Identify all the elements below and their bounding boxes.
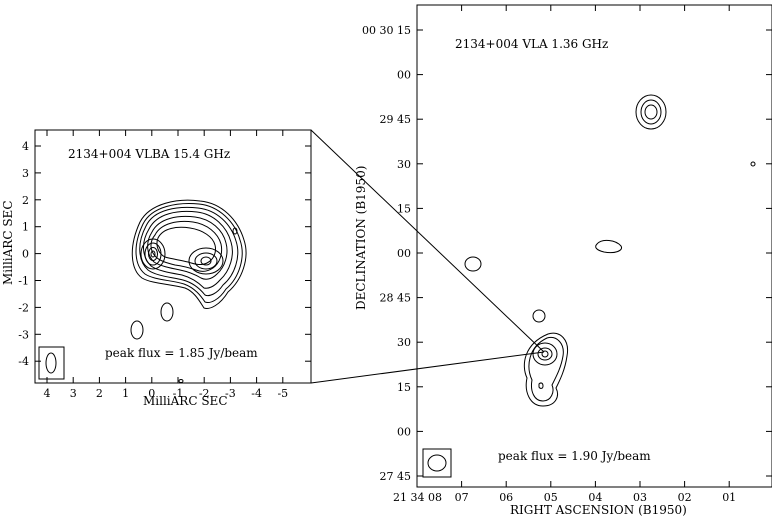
x-tick-label: 4 xyxy=(44,387,51,400)
y-tick-label: 28 45 xyxy=(380,292,412,305)
y-tick-label: 2 xyxy=(22,194,29,207)
x-tick-label: 05 xyxy=(544,491,558,504)
y-tick-label: 1 xyxy=(22,221,29,234)
x-tick-label: 01 xyxy=(722,491,736,504)
x-tick-label: 0 xyxy=(148,387,155,400)
y-tick-label: 15 xyxy=(397,381,411,394)
y-tick-label: -2 xyxy=(18,301,29,314)
vlba-x-axis-label: MilliARC SEC xyxy=(143,394,228,408)
vlba-contour-map xyxy=(130,199,247,383)
x-tick-label: -1 xyxy=(173,387,184,400)
y-tick-label: 00 xyxy=(397,247,411,260)
vla-contour-map xyxy=(464,94,756,407)
x-tick-label: 2 xyxy=(96,387,103,400)
x-tick-label: 02 xyxy=(678,491,692,504)
vlba-panel-title: 2134+004 VLBA 15.4 GHz xyxy=(68,147,230,161)
x-tick-label: 06 xyxy=(499,491,513,504)
y-tick-label: 4 xyxy=(22,140,29,153)
y-tick-label: -1 xyxy=(18,275,29,288)
vlba-panel: 2134+004 VLBA 15.4 GHz peak flux = 1.85 … xyxy=(1,129,312,408)
vlba-axis-ticks: 4 3 2 1 0 -1 -2 -3 -4 -5 4 3 2 1 0 -1 -2 -3 -4 xyxy=(18,130,311,400)
x-tick-label: -2 xyxy=(199,387,210,400)
vla-panel-title: 2134+004 VLA 1.36 GHz xyxy=(455,37,608,51)
connector-line-top xyxy=(310,129,545,353)
vlba-peak-flux-label: peak flux = 1.85 Jy/beam xyxy=(105,346,258,360)
y-tick-label: 3 xyxy=(22,167,29,180)
vla-axis-ticks: 21 34 08 07 06 05 04 03 02 01 00 30 15 00 29 45 30 1… xyxy=(362,5,772,504)
y-tick-label: 30 xyxy=(397,158,411,171)
x-tick-label: 07 xyxy=(455,491,469,504)
vla-peak-flux-label: peak flux = 1.90 Jy/beam xyxy=(498,449,651,463)
y-tick-label: 00 30 15 xyxy=(362,24,411,37)
x-tick-label: 1 xyxy=(122,387,129,400)
y-tick-label: 00 xyxy=(397,425,411,438)
vla-x-axis-label: RIGHT ASCENSION (B1950) xyxy=(510,503,687,517)
y-tick-label: 00 xyxy=(397,69,411,82)
y-tick-label: 15 xyxy=(397,202,411,215)
zoom-connector-lines xyxy=(310,129,545,384)
x-tick-label: 03 xyxy=(633,491,647,504)
vla-plot-frame xyxy=(416,4,772,488)
y-tick-label: 29 45 xyxy=(380,113,412,126)
vlba-plot-frame xyxy=(34,129,312,384)
y-tick-label: -4 xyxy=(18,355,29,368)
y-tick-label: 30 xyxy=(397,336,411,349)
vlba-beam-marker xyxy=(38,346,65,380)
x-tick-label: 04 xyxy=(588,491,602,504)
y-tick-label: 27 45 xyxy=(380,470,412,483)
y-tick-label: -3 xyxy=(18,328,29,341)
x-tick-label: 3 xyxy=(70,387,77,400)
vla-y-axis-label: DECLINATION (B1950) xyxy=(354,166,368,310)
y-tick-label: 0 xyxy=(22,248,29,261)
x-tick-label: 21 34 08 xyxy=(393,491,442,504)
x-tick-label: -5 xyxy=(277,387,288,400)
vla-beam-marker xyxy=(422,448,452,478)
connector-line-bottom xyxy=(310,351,545,384)
x-tick-label: -4 xyxy=(251,387,262,400)
vlba-y-axis-label: MilliARC SEC xyxy=(1,201,15,286)
vla-panel: 2134+004 VLA 1.36 GHz peak flux = 1.90 J… xyxy=(354,4,772,517)
x-tick-label: -3 xyxy=(225,387,236,400)
